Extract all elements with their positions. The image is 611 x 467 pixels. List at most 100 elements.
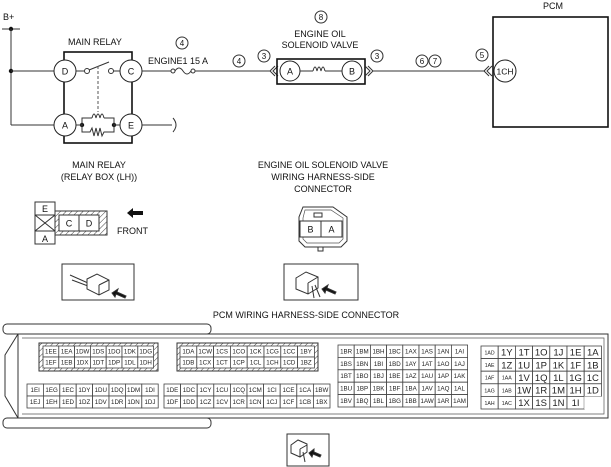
- solenoid-conn-view-icon: [283, 263, 359, 301]
- pcm-latch-bottom: [2, 417, 212, 429]
- pcm-pin-label: 1L: [553, 373, 564, 384]
- pcm-pin-label: 1DT: [92, 360, 104, 367]
- pcm-pin-cell: [584, 396, 602, 409]
- pcm-pin-label: 1M: [552, 386, 565, 397]
- fuse-label: ENGINE1 15 A: [148, 56, 208, 66]
- pcm-pin-cell: [141, 395, 159, 409]
- solenoid-title-line2: SOLENOID VALVE: [282, 40, 359, 50]
- pcm-pin-label: 1T: [518, 348, 529, 359]
- pcm-pin-label: 1AP: [437, 373, 449, 380]
- pcm-pin-label: 1AG: [484, 388, 494, 394]
- pcm-pin-label: 1CO: [232, 349, 245, 356]
- solenoid-connector-view: ENGINE OIL SOLENOID VALVE WIRING HARNESS…: [258, 160, 388, 301]
- pcm-pin-label: 1BQ: [356, 398, 369, 405]
- pcm-pin-label: 1I: [572, 398, 580, 409]
- pcm-pin-label: 1BV: [340, 398, 353, 405]
- pcm-pin-label: 1BX: [316, 399, 328, 406]
- pcm-pin-label: 1AB: [502, 388, 512, 394]
- callout-connector-right-label: 3: [375, 52, 380, 61]
- callout-wire-6-label: 6: [420, 57, 425, 66]
- pcm-pin-label: 1EI: [31, 387, 41, 394]
- pcm-pin-label: 1BI: [374, 361, 384, 368]
- pcm-pin-label: 1BS: [340, 361, 352, 368]
- relay-coil-icon: [76, 113, 120, 138]
- pcm-pin-label: 1DL: [124, 360, 136, 367]
- pcm-pin-label: 1AA: [502, 376, 512, 382]
- pcm-pin-label: 1AJ: [454, 361, 465, 368]
- pcm-latch-top: [2, 323, 212, 335]
- pcm-pin-cell: [312, 395, 331, 409]
- pcm-pin-label: 1BF: [389, 386, 401, 393]
- pcm-pin-label: 1AO: [437, 361, 450, 368]
- pcm-pin-label: 1BJ: [373, 373, 384, 380]
- front-arrow-icon: [127, 208, 143, 218]
- solenoid-conn-b: B: [307, 225, 313, 235]
- pcm-pin-label: 1DU: [95, 387, 107, 394]
- relay-terminal-e-label: E: [128, 121, 134, 131]
- pcm-pin-label: 1AQ: [437, 386, 450, 393]
- pcm-pin-label: 1AU: [421, 373, 433, 380]
- pcm-pin-label: 1P: [535, 360, 547, 371]
- pcm-pin-label: 1CH: [266, 360, 278, 367]
- pcm-pin-label: 1CM: [249, 387, 262, 394]
- pcm-pin-label: 1AK: [454, 373, 467, 380]
- pcm-pin-label: 1F: [570, 360, 581, 371]
- pcm-pin-label: 1CP: [233, 360, 245, 367]
- pcm-pin-label: 1EB: [61, 360, 73, 367]
- callout-wire-6: [415, 54, 429, 68]
- pcm-pin-label: 1AT: [422, 361, 433, 368]
- pcm-pin-label: 1CC: [283, 349, 296, 356]
- pcm-pin-label: 1CK: [250, 349, 263, 356]
- pcm-pin-label: 1AF: [485, 376, 495, 382]
- pcm-pin-label: 1AH: [485, 401, 495, 407]
- relay-terminal-a-label: A: [62, 121, 68, 131]
- relay-connector-title-line2: (RELAY BOX (LH)): [61, 172, 137, 182]
- pcm-pin-label: 1AY: [405, 361, 416, 368]
- relay-terminal-c-label: C: [128, 67, 135, 77]
- pcm-pin-label: 1BH: [372, 348, 384, 355]
- main-relay-box: [63, 51, 133, 144]
- solenoid-box: [276, 58, 366, 85]
- pcm-pin-label: 1BP: [356, 386, 368, 393]
- pcm-pin-label: 1Z: [501, 360, 512, 371]
- solenoid-terminal-b-label: B: [349, 67, 355, 77]
- pcm-pin-label: 1EF: [45, 360, 57, 367]
- pcm-pin-label: 1DP: [108, 360, 120, 367]
- pcm-pin-label: 1DI: [145, 387, 155, 394]
- pcm-pin-label: 1EH: [46, 399, 58, 406]
- pcm-pin-cell: [297, 356, 315, 369]
- callout-pcm-connector-label: 5: [480, 51, 485, 60]
- pcm-pin-label: 1CW: [198, 349, 212, 356]
- pcm-pin-label: 1BE: [389, 373, 401, 380]
- pcm-terminal: [493, 59, 517, 83]
- callout-pcm-connector: [475, 48, 489, 62]
- solenoid-terminal-a-label: A: [287, 67, 293, 77]
- fuse-icon: [170, 67, 196, 75]
- pcm-pin-label: 1O: [535, 348, 548, 359]
- pcm-pin-label: 1DZ: [79, 399, 91, 406]
- pcm-connector-title: PCM WIRING HARNESS-SIDE CONNECTOR: [213, 310, 400, 320]
- pcm-pin-label: 1DD: [183, 399, 196, 406]
- pcm-pin-label: 1DF: [166, 399, 178, 406]
- pcm-pin-label: 1CT: [216, 360, 228, 367]
- relay-conn-c: C: [66, 219, 73, 229]
- pcm-pin-label: 1BO: [356, 373, 369, 380]
- pcm-pin-label: 1BM: [356, 348, 369, 355]
- pcm-pin-label: 1BG: [389, 398, 402, 405]
- pcm-pin-label: 1AX: [405, 348, 417, 355]
- pcm-pin-label: 1AD: [485, 351, 495, 357]
- main-relay-title: MAIN RELAY: [68, 37, 122, 47]
- pcm-pin-label: 1DQ: [111, 387, 124, 394]
- pcm-pin-label: 1S: [535, 398, 547, 409]
- pcm-pin-label: 1BC: [389, 348, 402, 355]
- callout-connector-left-label: 3: [262, 52, 267, 61]
- pcm-pin-label: 1CF: [283, 399, 295, 406]
- pcm-pin-label: 1Q: [535, 373, 548, 384]
- solenoid-coil-icon: [300, 66, 342, 72]
- callout-connector-right: [370, 49, 384, 63]
- pcm-pin-label: 1EA: [61, 349, 74, 356]
- pcm-pin-label: 1DH: [140, 360, 152, 367]
- pcm-pin-label: 1CX: [199, 360, 211, 367]
- callout-wire-7: [428, 54, 442, 68]
